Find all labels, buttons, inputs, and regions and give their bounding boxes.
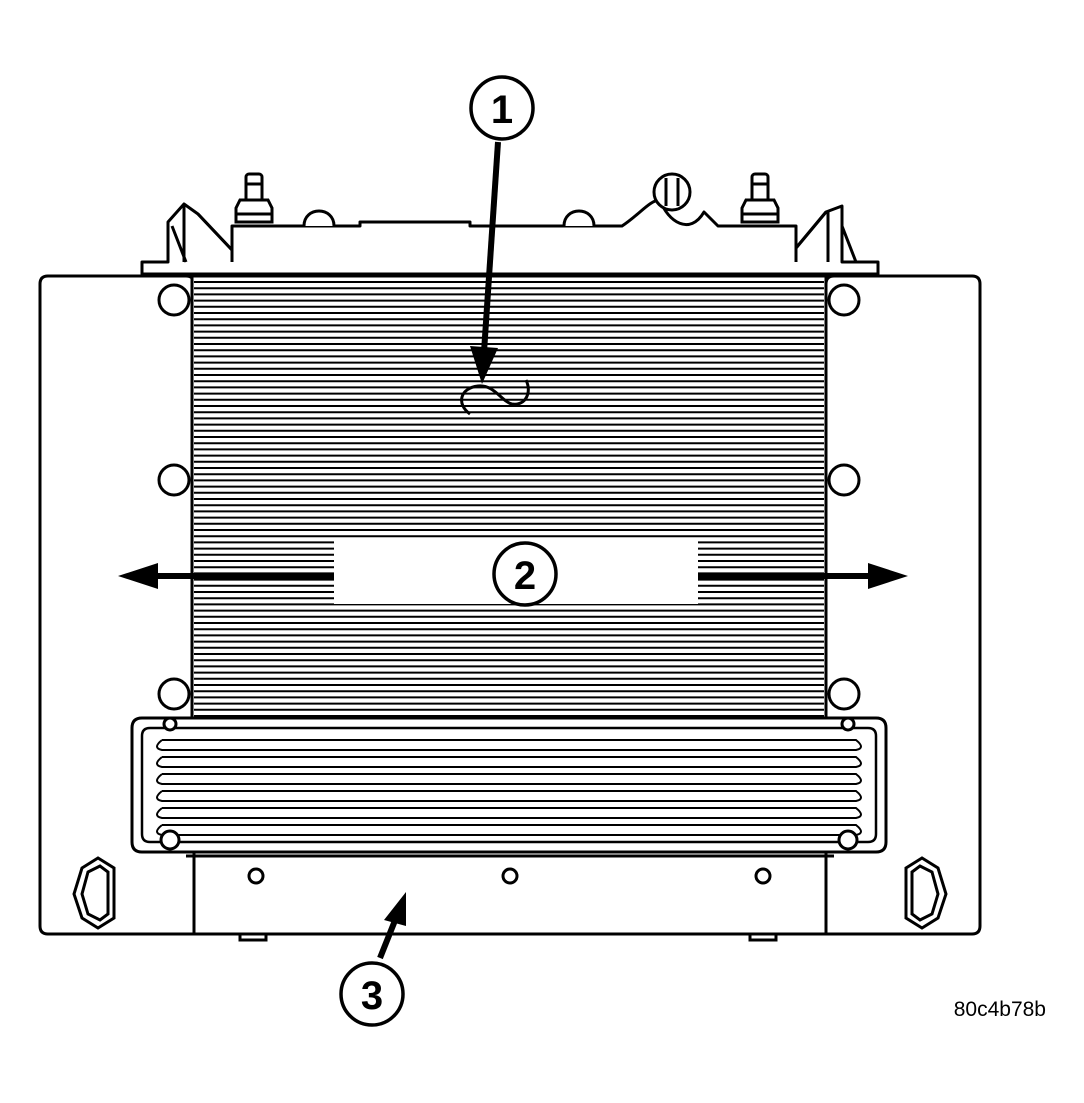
callout-3-arrow xyxy=(377,892,406,960)
callout-2: 2 xyxy=(492,541,558,607)
core-bolt xyxy=(827,283,861,317)
core-bolt xyxy=(157,463,191,497)
retaining-clip xyxy=(460,379,530,416)
figure-id-code: 80c4b78b xyxy=(954,998,1046,1021)
cooler-tube xyxy=(156,773,862,785)
mounting-slot-left xyxy=(72,856,116,930)
callout-2-number: 2 xyxy=(514,554,536,598)
mounting-slot-right xyxy=(904,856,948,930)
core-bolt xyxy=(827,463,861,497)
bottom-mounting-rail xyxy=(186,850,834,942)
cooler-tube xyxy=(156,807,862,819)
callout-1-number: 1 xyxy=(491,88,513,132)
callout-1-circle xyxy=(469,75,535,141)
callout-3-circle xyxy=(339,961,405,1027)
tube-end-bolts xyxy=(159,716,859,851)
bracket-bosses xyxy=(302,209,596,227)
core-bolt xyxy=(157,283,191,317)
callout-1-arrow xyxy=(470,141,501,384)
mounting-stud-right xyxy=(740,172,780,224)
callout-2-arrow-left xyxy=(118,563,334,589)
cooler-tube xyxy=(156,790,862,802)
mounting-stud-left xyxy=(234,172,274,224)
center-post xyxy=(652,172,692,212)
core-bolt xyxy=(157,677,191,711)
core-bolts xyxy=(157,283,861,711)
core-bolt xyxy=(827,677,861,711)
callout-3-number: 3 xyxy=(361,974,383,1018)
lower-cooler-tube-assembly xyxy=(130,716,888,854)
top-mounting-bracket xyxy=(140,198,880,276)
cooler-tube xyxy=(156,739,862,751)
cooler-core xyxy=(190,274,828,724)
callout-2-circle xyxy=(492,541,558,607)
callout-3: 3 xyxy=(339,961,405,1027)
callout-1: 1 xyxy=(469,75,535,141)
callout-2-arrow-right xyxy=(698,563,908,589)
cooler-tube xyxy=(156,756,862,768)
